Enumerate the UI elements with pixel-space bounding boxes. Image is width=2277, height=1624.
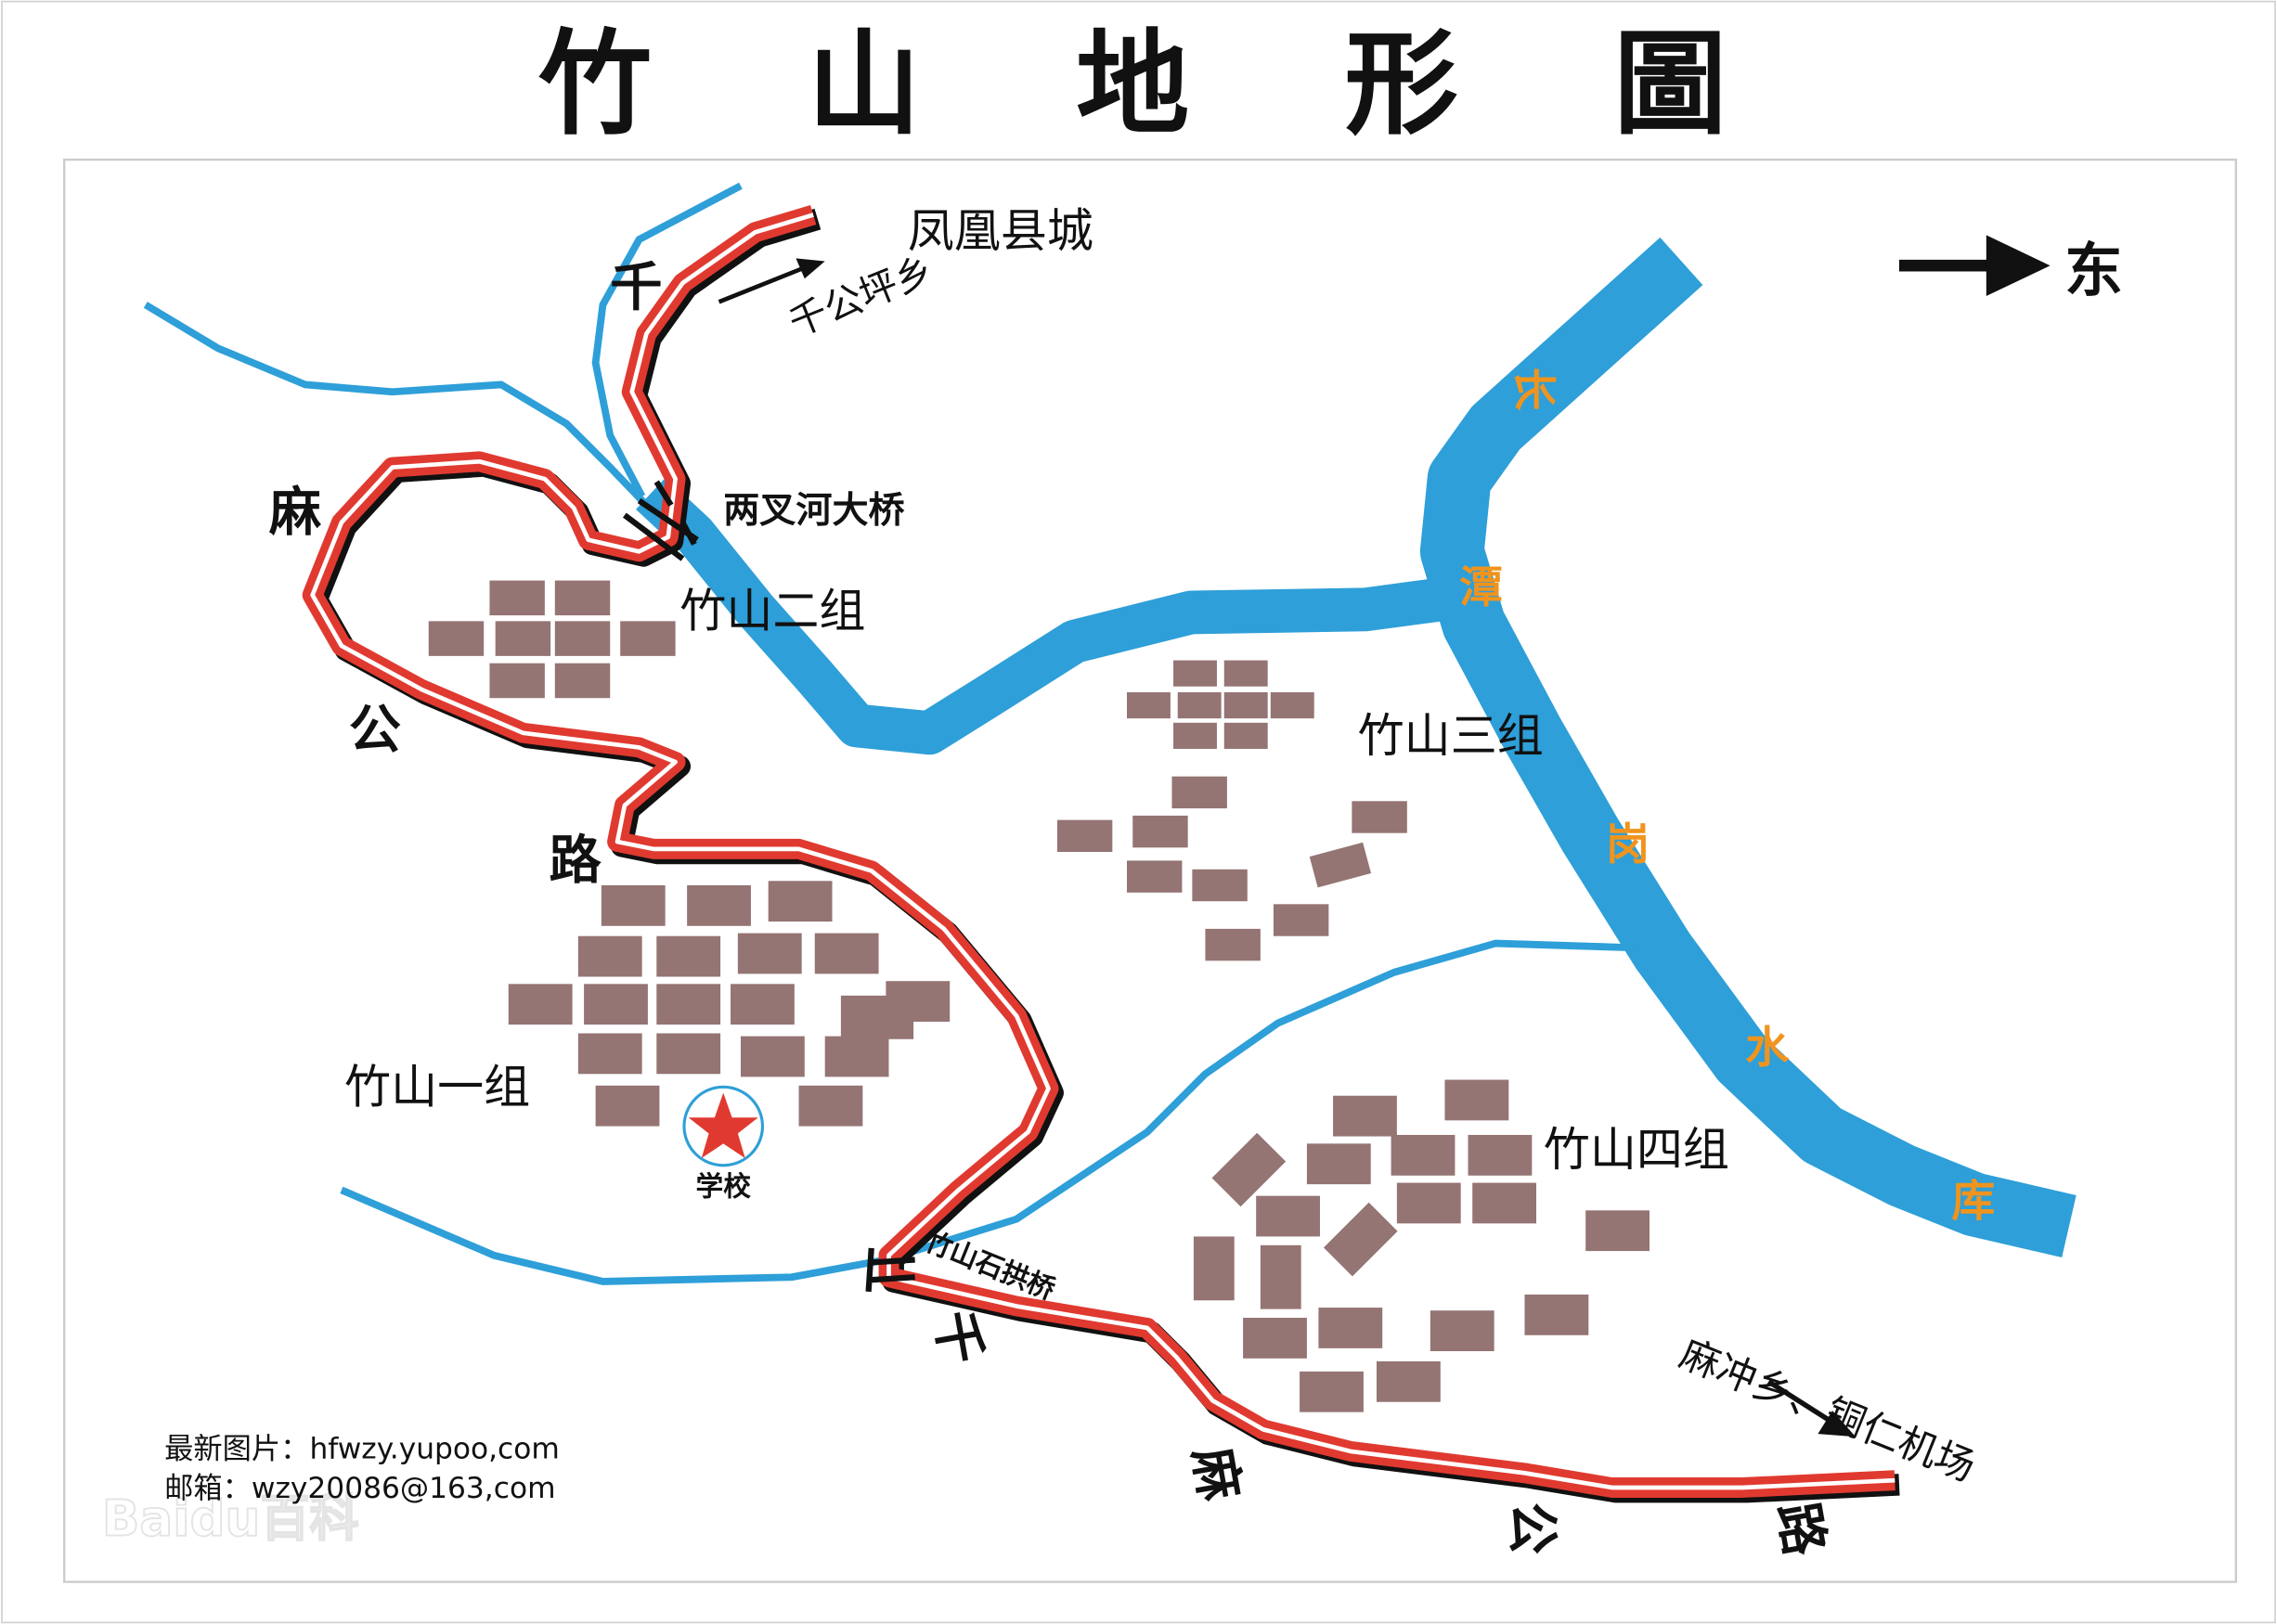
school-label: 学校	[696, 1171, 752, 1204]
rivers	[143, 182, 2076, 1285]
label-county-town: 凤凰县城	[908, 204, 1093, 258]
reservoir-char: 库	[1951, 1177, 1995, 1228]
reservoir-char: 水	[1745, 1023, 1790, 1074]
road-char: 路	[550, 831, 602, 891]
road-char: 路	[1766, 1498, 1835, 1560]
arrow-machong-icon	[1766, 1379, 1834, 1424]
reservoir-label: 长 潭 岗 水 库	[1459, 367, 1995, 1228]
watermark: Baidu百科	[102, 1490, 359, 1548]
reservoir-river	[1419, 237, 2076, 1258]
label-group1: 竹山一组	[344, 1061, 530, 1115]
reservoir-char: 岗	[1606, 819, 1650, 870]
road-char: 千	[610, 257, 662, 317]
road-char: 公	[1502, 1502, 1562, 1554]
star-icon	[688, 1092, 758, 1158]
stream-west	[143, 302, 650, 508]
map-title: 竹 山 地 形 圖	[538, 19, 1785, 150]
road-char: 千	[923, 1307, 991, 1369]
school-marker: 学校	[682, 1085, 765, 1204]
label-group4: 竹山四组	[1544, 1123, 1729, 1177]
road-label-lower: 千 麻 公 路	[923, 1307, 1834, 1561]
compass: 东	[1898, 235, 2123, 304]
label-group2: 竹山二组	[679, 585, 865, 638]
compass-label: 东	[2064, 237, 2123, 304]
label-liangcha-bridge: 两叉河大桥	[723, 490, 904, 532]
footer-line2: 邮箱：wzy20086@163,com	[164, 1472, 555, 1505]
road-char: 麻	[1181, 1443, 1249, 1505]
road-label-upper: 千 麻 公 路	[269, 257, 663, 891]
footer-line1: 最新图片：hfwzy.yupoo,com	[164, 1433, 560, 1466]
main-road	[302, 204, 1900, 1503]
road-char: 麻	[269, 483, 322, 543]
reservoir-char: 潭	[1459, 562, 1503, 613]
stream-south	[340, 939, 1634, 1285]
houses	[428, 580, 1650, 1412]
road-char: 公	[349, 700, 401, 760]
roads	[302, 204, 1900, 1503]
arrow-qiangongping-icon	[718, 264, 808, 304]
bridge-marks	[623, 480, 915, 1293]
stream-north	[591, 182, 743, 498]
reservoir-char: 长	[1507, 367, 1559, 411]
label-group3: 竹山三组	[1358, 709, 1544, 763]
branch-river	[636, 477, 1455, 755]
